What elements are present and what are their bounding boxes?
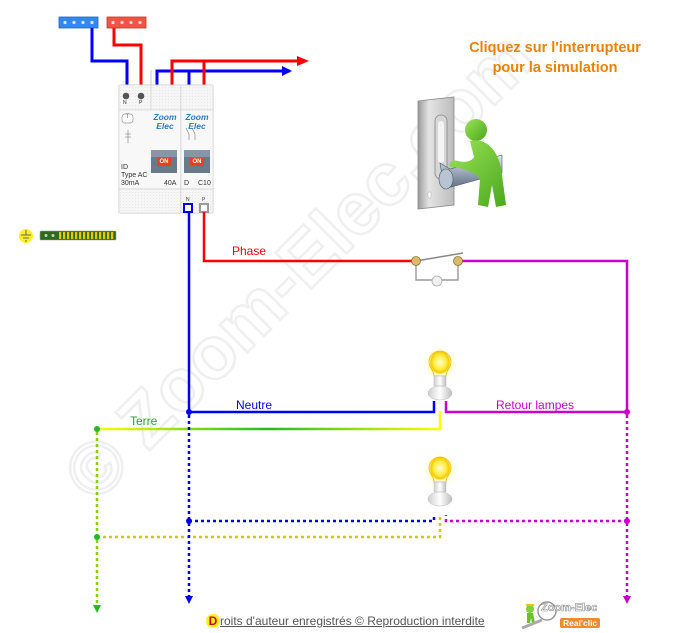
earth-bar-terminal bbox=[107, 232, 110, 239]
logo-ring-icon bbox=[537, 601, 557, 621]
earth-bar-terminal bbox=[91, 232, 94, 239]
lamp-2 bbox=[421, 451, 459, 507]
wall-switch-illustration[interactable] bbox=[417, 96, 506, 210]
switch-symbol[interactable] bbox=[411, 252, 464, 287]
earth-bar bbox=[19, 229, 117, 243]
phase-bus-bar bbox=[106, 16, 147, 29]
breaker-curve: D bbox=[184, 180, 190, 187]
breaker-rating: C10 bbox=[198, 180, 211, 187]
rcd-on-indicator: ON bbox=[157, 158, 171, 166]
breaker-brand: Zoom Elec bbox=[183, 113, 211, 131]
breaker-terminal-p-label: P bbox=[202, 197, 206, 203]
rcd-test-label: T bbox=[125, 114, 130, 120]
switch-terminal-in bbox=[411, 256, 421, 266]
terminal-screw-n bbox=[122, 92, 130, 100]
earth-bar-terminal bbox=[111, 232, 114, 239]
outgoing-neutral-arrow bbox=[282, 66, 292, 76]
instruction-line-1: Cliquez sur l'interrupteur bbox=[469, 40, 641, 56]
earth-bar-terminal bbox=[87, 232, 90, 239]
return-continue-arrow bbox=[623, 596, 631, 604]
breaker-brand-line1: Zoom bbox=[185, 112, 209, 122]
earth-junction-2 bbox=[94, 534, 100, 540]
earth-bar-terminal bbox=[71, 232, 74, 239]
supply-phase-wire bbox=[112, 28, 143, 86]
earth-label: Terre bbox=[130, 414, 158, 428]
breaker-on-indicator: ON bbox=[190, 158, 204, 166]
earth-bar-terminal bbox=[67, 232, 70, 239]
switch-indicator bbox=[431, 275, 443, 287]
return-wire bbox=[444, 259, 629, 414]
neutral-junction bbox=[186, 409, 192, 415]
bulb-icon bbox=[428, 456, 452, 483]
outgoing-phase-wire bbox=[170, 59, 305, 86]
rcd-type-id: ID bbox=[121, 164, 128, 171]
outgoing-phase-arrow bbox=[297, 56, 309, 66]
earth-bar-terminal bbox=[83, 232, 86, 239]
switch-terminal-out bbox=[453, 256, 463, 266]
logo-name: Zoom-Elec bbox=[541, 602, 598, 615]
lamp-socket bbox=[427, 385, 453, 401]
earth-dotted-lamp2 bbox=[97, 517, 442, 539]
lamp-1 bbox=[421, 345, 459, 401]
breaker-module bbox=[180, 84, 214, 214]
supply-neutral-wire bbox=[90, 28, 129, 86]
breaker-terminal-n-label: N bbox=[186, 197, 190, 203]
rcd-rating: 40A bbox=[164, 180, 177, 187]
terminal-screw-p bbox=[137, 92, 145, 100]
lamp-socket bbox=[427, 491, 453, 507]
earth-bar-terminal bbox=[99, 232, 102, 239]
phase-wire bbox=[202, 212, 416, 263]
earth-bar-terminal bbox=[95, 232, 98, 239]
rcd-brand-line2: Elec bbox=[156, 121, 174, 131]
rcd-sensitivity: 30mA bbox=[121, 180, 140, 187]
rcd-terminal-n-label: N bbox=[123, 100, 127, 106]
green-figure-icon bbox=[449, 119, 506, 207]
neutral-continue-arrow bbox=[185, 596, 193, 604]
logo-figure-icon bbox=[521, 604, 543, 630]
rcd-module bbox=[118, 84, 182, 214]
rcd-brand-line1: Zoom bbox=[153, 112, 177, 122]
earth-bar-terminal bbox=[103, 232, 106, 239]
instruction-line-2: pour la simulation bbox=[492, 60, 618, 76]
return-junction bbox=[624, 409, 630, 415]
earth-bar-terminal bbox=[79, 232, 82, 239]
zoom-elec-logo[interactable]: Zoom-Elec Real'clic bbox=[520, 600, 615, 632]
neutral-junction-2 bbox=[186, 518, 192, 524]
neutral-label: Neutre bbox=[236, 398, 273, 412]
instruction-text: Cliquez sur l'interrupteur pour la simul… bbox=[440, 38, 670, 78]
earth-bar-terminal bbox=[75, 232, 78, 239]
breaker-symbol-icon bbox=[185, 127, 196, 140]
breaker-brand-line2: Elec bbox=[188, 121, 206, 131]
rcd-symbol-icon bbox=[125, 130, 131, 143]
earth-bar-terminal bbox=[63, 232, 66, 239]
earth-symbol-icon bbox=[19, 229, 33, 243]
outgoing-neutral-wire bbox=[155, 69, 290, 86]
switch-blade bbox=[415, 252, 464, 262]
return-label: Retour lampes bbox=[496, 398, 575, 412]
rcd-type-ac: Type AC bbox=[121, 172, 148, 179]
logo-subtitle: Real'clic bbox=[560, 618, 601, 628]
copyright-initial-badge: D bbox=[206, 614, 220, 628]
breaker-out-terminal-n bbox=[183, 203, 193, 213]
earth-bar-terminal bbox=[59, 232, 62, 239]
phase-label: Phase bbox=[232, 244, 267, 258]
neutral-dotted-lamp2 bbox=[189, 515, 436, 523]
rcd-terminal-p-label: P bbox=[139, 100, 143, 106]
return-junction-2 bbox=[624, 518, 630, 524]
earth-junction bbox=[94, 426, 100, 432]
rcd-test-button[interactable] bbox=[121, 113, 134, 124]
earth-continue-arrow bbox=[93, 605, 101, 613]
earth-wire-lamp1 bbox=[97, 411, 442, 431]
return-dotted-lamp2 bbox=[444, 515, 627, 523]
copyright-text: roits d'auteur enregistrés © Reproductio… bbox=[220, 614, 485, 628]
neutral-wire bbox=[187, 212, 436, 414]
rcd-brand: Zoom Elec bbox=[151, 113, 179, 131]
bulb-icon bbox=[428, 350, 452, 377]
breaker-out-terminal-p bbox=[199, 203, 209, 213]
neutral-bus-bar bbox=[58, 16, 99, 29]
